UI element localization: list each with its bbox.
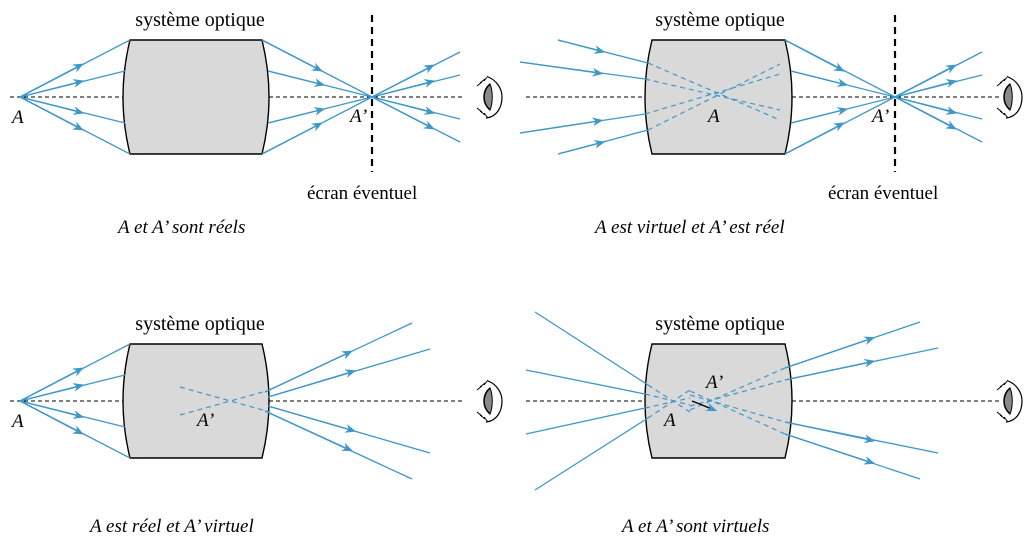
displacement-arrow bbox=[691, 400, 718, 412]
screen-label: écran éventuel bbox=[828, 183, 938, 204]
panel-title: système optique bbox=[135, 9, 265, 31]
object-point-label: A bbox=[706, 106, 720, 127]
image-point-label: A’ bbox=[348, 106, 367, 127]
panel-caption: A est réel et A’ virtuel bbox=[88, 516, 254, 537]
emergent-rays bbox=[264, 322, 431, 480]
panel-reel-virtuel: système optique A A’ A est réel et A’ vi… bbox=[10, 313, 503, 537]
panel-virtuel-reel: système optique A A’ écran éventuel A es… bbox=[519, 9, 1023, 238]
screen-label: écran éventuel bbox=[307, 183, 417, 204]
panel-virtuel-virtuel: système optique A A’ A et A’ sont virtue… bbox=[525, 311, 1023, 537]
panel-title: système optique bbox=[655, 9, 785, 31]
emergent-rays bbox=[261, 39, 461, 155]
image-point-label: A’ bbox=[870, 106, 889, 127]
panel-title: système optique bbox=[655, 313, 785, 335]
incident-rays bbox=[19, 39, 131, 155]
object-point-label: A bbox=[662, 410, 676, 431]
optical-system bbox=[122, 39, 270, 155]
eye-icon bbox=[476, 379, 503, 423]
virtual-prolongations bbox=[644, 62, 781, 131]
image-point-label: A’ bbox=[195, 410, 214, 431]
incident-rays bbox=[525, 311, 649, 491]
panel-caption: A et A’ sont virtuels bbox=[620, 516, 769, 537]
eye-icon bbox=[476, 75, 503, 119]
panel-title: système optique bbox=[135, 313, 265, 335]
virtual-prolongations bbox=[179, 386, 271, 416]
emergent-rays bbox=[784, 39, 983, 155]
optical-system bbox=[644, 343, 793, 459]
panel-reel-reel: système optique A A’ écran éventuel A et… bbox=[10, 9, 503, 238]
panel-caption: A et A’ sont réels bbox=[116, 217, 245, 238]
eye-icon bbox=[996, 75, 1023, 119]
object-point-label: A bbox=[10, 411, 24, 432]
incident-rays bbox=[519, 39, 649, 155]
emergent-rays bbox=[784, 321, 939, 480]
optical-system bbox=[122, 343, 270, 459]
panel-caption: A est virtuel et A’ est réel bbox=[593, 217, 785, 238]
image-point-label: A’ bbox=[704, 372, 723, 393]
eye-icon bbox=[996, 379, 1023, 423]
incident-rays bbox=[19, 343, 131, 459]
object-point-label: A bbox=[10, 107, 24, 128]
optical-system bbox=[644, 39, 793, 155]
virtual-prolongations bbox=[644, 367, 786, 435]
